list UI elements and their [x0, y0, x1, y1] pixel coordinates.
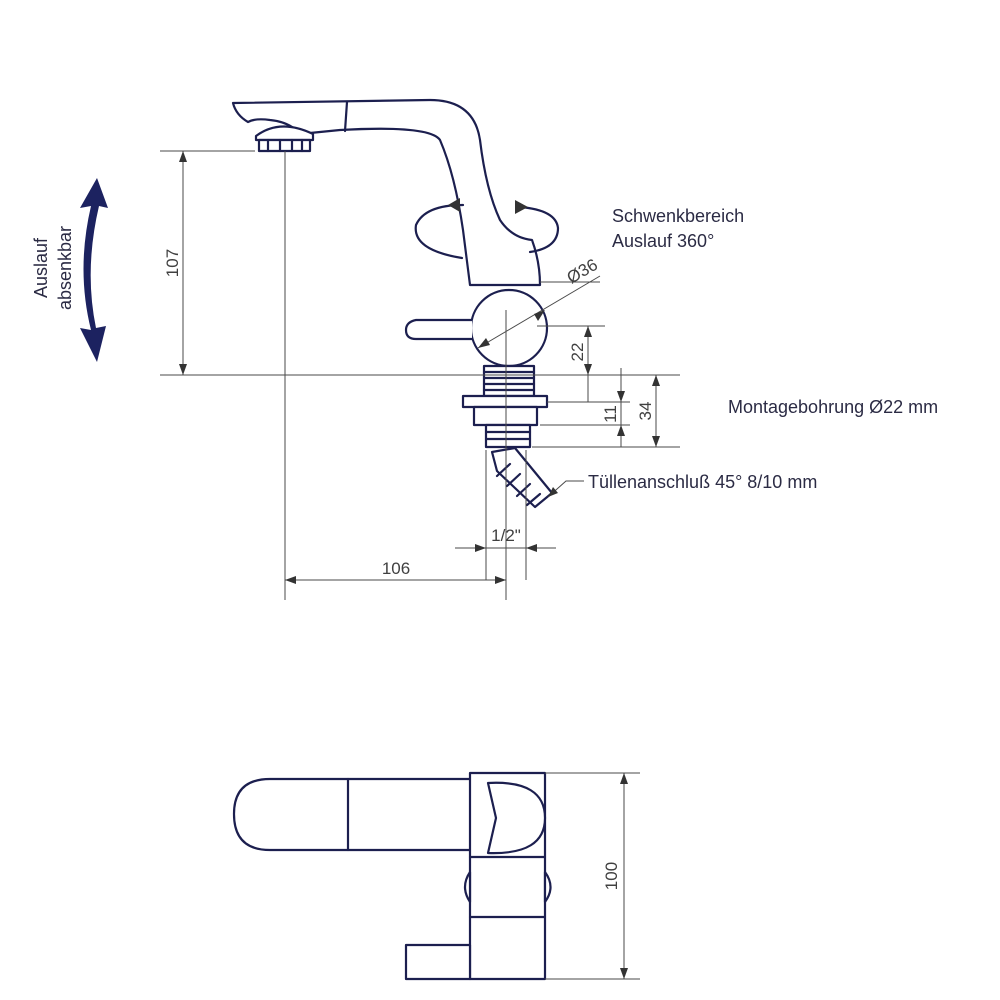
hose-nozzle: [490, 446, 554, 509]
top-knob-left: [463, 870, 472, 904]
top-spout: [232, 777, 502, 852]
dim-107: 107: [163, 249, 182, 277]
side-view: 107 Ø36 22 11 34 1/2" 106 Schwenkbereich…: [31, 98, 938, 600]
spout-joint-line: [343, 100, 349, 133]
swivel-arrow-left: [414, 203, 465, 260]
swivel-arrow-right: [518, 205, 560, 254]
valve-body: [469, 288, 549, 368]
label-swivel-line1: Schwenkbereich: [612, 206, 744, 226]
lever-handle: [404, 318, 472, 341]
spout-arm: [231, 98, 542, 287]
label-nozzle: Tüllenanschluß 45° 8/10 mm: [588, 472, 817, 492]
lower-thread: [484, 423, 532, 449]
label-swivel-line2: Auslauf 360°: [612, 231, 714, 251]
dim-100: 100: [602, 862, 621, 890]
top-knob-right: [543, 870, 552, 904]
dim-diameter-36: Ø36: [564, 255, 601, 288]
label-lowerable-line1: Auslauf: [31, 237, 51, 298]
label-lowerable-line2: absenkbar: [55, 226, 75, 310]
mount-thread: [482, 364, 536, 398]
dim-thread: 1/2": [491, 526, 521, 545]
label-mounting: Montagebohrung Ø22 mm: [728, 397, 938, 417]
dim-106: 106: [382, 559, 410, 578]
dim-11: 11: [601, 405, 620, 423]
mount-washer: [461, 394, 549, 409]
dim-34: 34: [636, 402, 655, 421]
lowerable-arrow: [80, 178, 108, 362]
top-view: 100: [232, 771, 640, 981]
top-spout-head: [486, 781, 547, 855]
aerator: [254, 125, 315, 142]
dim-22: 22: [568, 343, 587, 362]
top-lever: [404, 943, 472, 981]
